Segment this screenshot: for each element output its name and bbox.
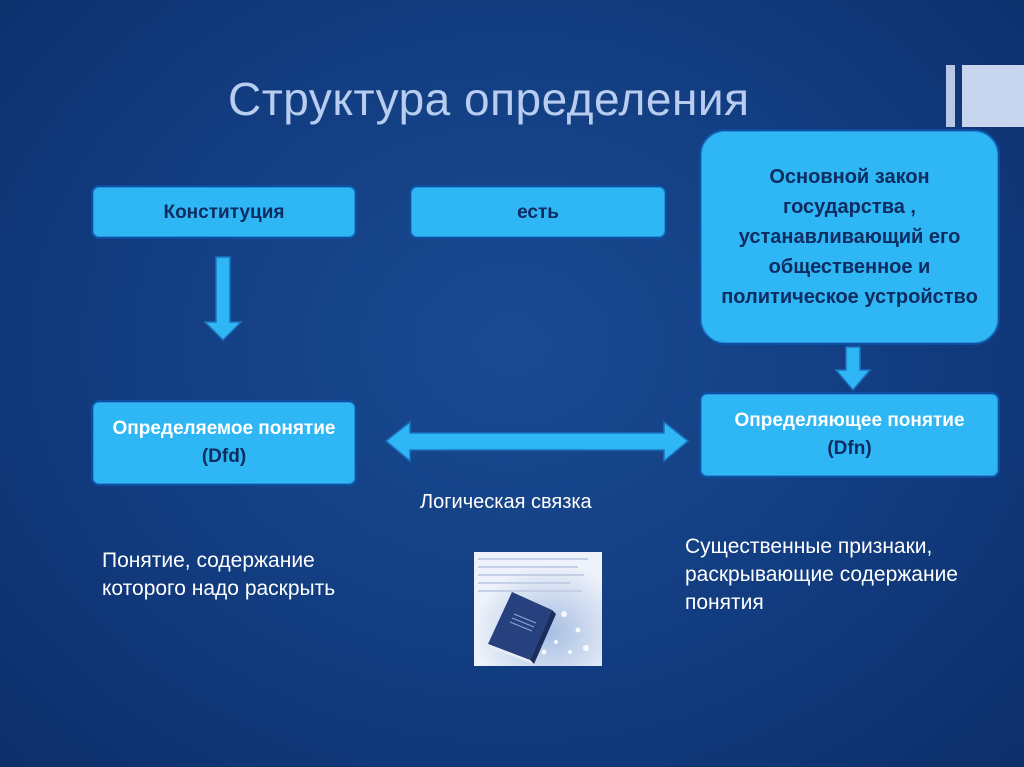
definiendum-note: Понятие, содержание которого надо раскры… — [102, 547, 382, 603]
definiens-note: Существенные признаки, раскрывающие соде… — [685, 533, 985, 617]
definiendum-box: Определяемое понятие (Dfd) — [91, 400, 357, 486]
arrow-down-left — [205, 257, 241, 340]
copula-box: есть — [409, 185, 667, 239]
constitution-book-icon — [474, 552, 602, 666]
definiendum-label: Определяемое понятие — [113, 418, 336, 439]
definition-box: Основной закон государства , устанавлива… — [699, 129, 1000, 345]
arrow-double — [386, 422, 688, 461]
term-box: Конституция — [91, 185, 357, 239]
link-label: Логическая связка — [420, 488, 592, 516]
definiens-label: Определяющее понятие — [734, 410, 964, 431]
definiens-box: Определяющее понятие (Dfn) — [699, 392, 1000, 478]
arrow-down-right — [836, 347, 870, 390]
definiens-abbr: (Dfn) — [827, 438, 871, 459]
definiendum-abbr: (Dfd) — [202, 446, 246, 467]
